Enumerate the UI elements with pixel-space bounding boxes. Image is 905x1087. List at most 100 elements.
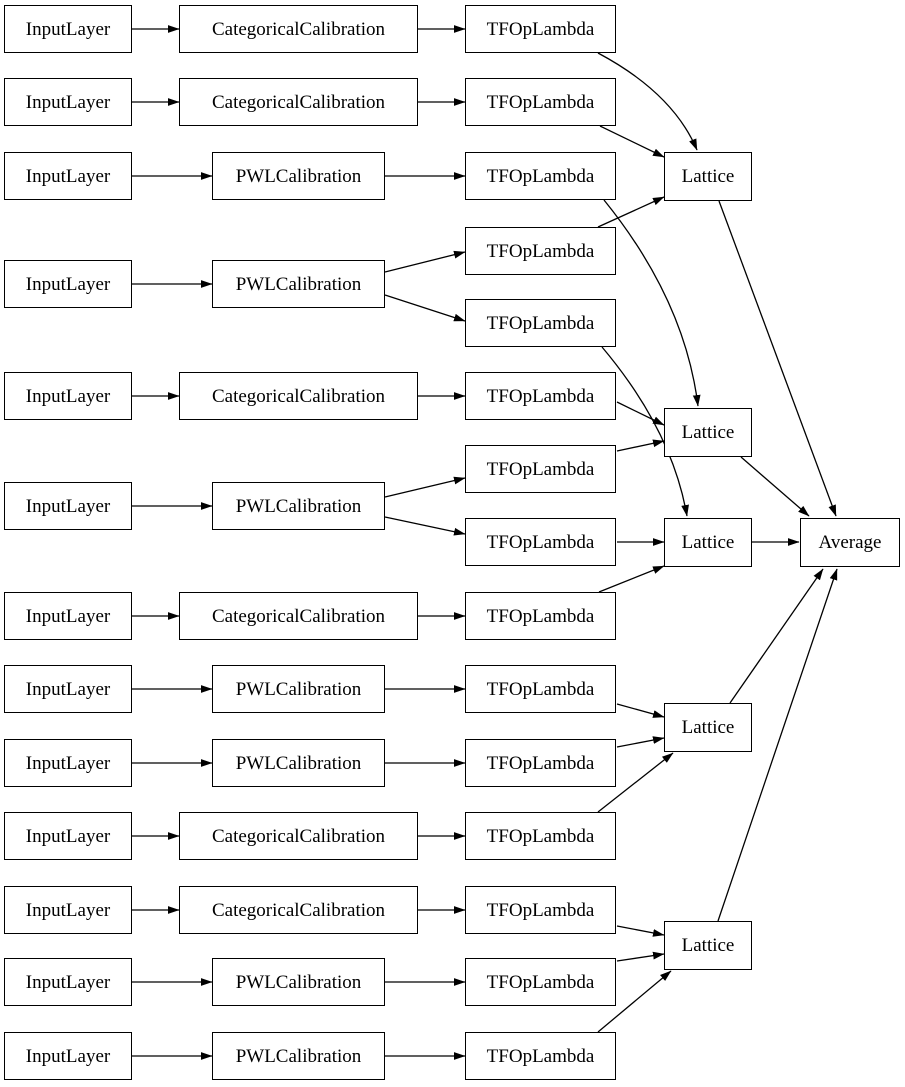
node-input-7: InputLayer [4, 592, 132, 640]
lambda-2-label: TFOpLambda [486, 91, 595, 113]
cal-11-label: CategoricalCalibration [211, 899, 386, 921]
input-5-label: InputLayer [25, 385, 111, 407]
node-lambda-12: TFOpLambda [465, 812, 616, 860]
cal-2-label: CategoricalCalibration [211, 91, 386, 113]
edge-lambda-11-to-lattice-4 [616, 736, 665, 748]
node-cal-9: PWLCalibration [212, 739, 385, 787]
lambda-11-label: TFOpLambda [486, 752, 595, 774]
node-cal-10: CategoricalCalibration [179, 812, 418, 860]
node-lambda-14: TFOpLambda [465, 958, 616, 1006]
lambda-15-label: TFOpLambda [486, 1045, 595, 1067]
node-input-6: InputLayer [4, 482, 132, 530]
node-lambda-9: TFOpLambda [465, 592, 616, 640]
lambda-14-label: TFOpLambda [486, 971, 595, 993]
input-7-label: InputLayer [25, 605, 111, 627]
node-cal-5: CategoricalCalibration [179, 372, 418, 420]
node-cal-4: PWLCalibration [212, 260, 385, 308]
node-lattice-5: Lattice [664, 921, 752, 970]
cal-9-label: PWLCalibration [235, 752, 362, 774]
node-lambda-7: TFOpLambda [465, 445, 616, 493]
cal-13-label: PWLCalibration [235, 1045, 362, 1067]
node-lambda-3: TFOpLambda [465, 152, 616, 200]
cal-4-label: PWLCalibration [235, 273, 362, 295]
edge-lambda-1-to-lattice-1 [597, 52, 698, 151]
node-cal-13: PWLCalibration [212, 1032, 385, 1080]
edge-lambda-10-to-lattice-4 [616, 703, 665, 718]
edge-cal-6-to-lambda-8 [384, 516, 466, 536]
input-8-label: InputLayer [25, 678, 111, 700]
edge-cal-6-to-lambda-7 [384, 476, 466, 498]
cal-10-label: CategoricalCalibration [211, 825, 386, 847]
edge-lambda-15-to-lattice-5 [597, 970, 672, 1033]
node-lambda-1: TFOpLambda [465, 5, 616, 53]
input-1-label: InputLayer [25, 18, 111, 40]
lattice-5-label: Lattice [681, 935, 735, 956]
lattice-3-label: Lattice [681, 532, 735, 553]
node-input-10: InputLayer [4, 812, 132, 860]
node-lattice-3: Lattice [664, 518, 752, 567]
node-average: Average [800, 518, 900, 567]
node-lambda-5: TFOpLambda [465, 299, 616, 347]
cal-3-label: PWLCalibration [235, 165, 362, 187]
input-4-label: InputLayer [25, 273, 111, 295]
edge-lambda-4-to-lattice-1 [597, 196, 665, 228]
lambda-12-label: TFOpLambda [486, 825, 595, 847]
node-lambda-10: TFOpLambda [465, 665, 616, 713]
lambda-5-label: TFOpLambda [486, 312, 595, 334]
cal-5-label: CategoricalCalibration [211, 385, 386, 407]
node-cal-7: CategoricalCalibration [179, 592, 418, 640]
node-lambda-2: TFOpLambda [465, 78, 616, 126]
edge-lambda-3-to-lattice-2 [603, 199, 701, 407]
node-input-3: InputLayer [4, 152, 132, 200]
cal-8-label: PWLCalibration [235, 678, 362, 700]
node-lattice-1: Lattice [664, 152, 752, 201]
lattice-2-label: Lattice [681, 422, 735, 443]
lambda-4-label: TFOpLambda [486, 240, 595, 262]
node-input-12: InputLayer [4, 958, 132, 1006]
input-13-label: InputLayer [25, 1045, 111, 1067]
input-11-label: InputLayer [25, 899, 111, 921]
node-cal-3: PWLCalibration [212, 152, 385, 200]
node-input-13: InputLayer [4, 1032, 132, 1080]
input-3-label: InputLayer [25, 165, 111, 187]
node-input-9: InputLayer [4, 739, 132, 787]
cal-7-label: CategoricalCalibration [211, 605, 386, 627]
node-cal-12: PWLCalibration [212, 958, 385, 1006]
node-input-2: InputLayer [4, 78, 132, 126]
input-2-label: InputLayer [25, 91, 111, 113]
node-cal-6: PWLCalibration [212, 482, 385, 530]
node-cal-1: CategoricalCalibration [179, 5, 418, 53]
input-9-label: InputLayer [25, 752, 111, 774]
edge-lattice-1-to-average [718, 200, 837, 517]
input-6-label: InputLayer [25, 495, 111, 517]
node-input-4: InputLayer [4, 260, 132, 308]
edge-lambda-7-to-lattice-2 [616, 439, 665, 452]
input-12-label: InputLayer [25, 971, 111, 993]
average-label: Average [818, 532, 882, 553]
node-cal-8: PWLCalibration [212, 665, 385, 713]
edge-lambda-13-to-lattice-5 [616, 925, 665, 937]
edge-lambda-6-to-lattice-2 [616, 401, 665, 426]
input-10-label: InputLayer [25, 825, 111, 847]
node-lattice-4: Lattice [664, 703, 752, 752]
node-cal-2: CategoricalCalibration [179, 78, 418, 126]
node-lambda-13: TFOpLambda [465, 886, 616, 934]
edge-lambda-2-to-lattice-1 [599, 125, 665, 158]
lambda-7-label: TFOpLambda [486, 458, 595, 480]
edge-cal-4-to-lambda-5 [384, 294, 466, 322]
edge-lattice-2-to-average [740, 456, 810, 517]
lambda-8-label: TFOpLambda [486, 531, 595, 553]
lambda-6-label: TFOpLambda [486, 385, 595, 407]
cal-6-label: PWLCalibration [235, 495, 362, 517]
cal-1-label: CategoricalCalibration [211, 18, 386, 40]
edge-lambda-14-to-lattice-5 [616, 951, 665, 962]
edge-lambda-5-to-lattice-3 [601, 346, 689, 517]
edge-lambda-12-to-lattice-4 [597, 752, 674, 813]
node-lambda-15: TFOpLambda [465, 1032, 616, 1080]
cal-12-label: PWLCalibration [235, 971, 362, 993]
node-lambda-11: TFOpLambda [465, 739, 616, 787]
lambda-9-label: TFOpLambda [486, 605, 595, 627]
edge-lambda-9-to-lattice-3 [598, 565, 665, 593]
edge-lattice-5-to-average [717, 568, 838, 922]
